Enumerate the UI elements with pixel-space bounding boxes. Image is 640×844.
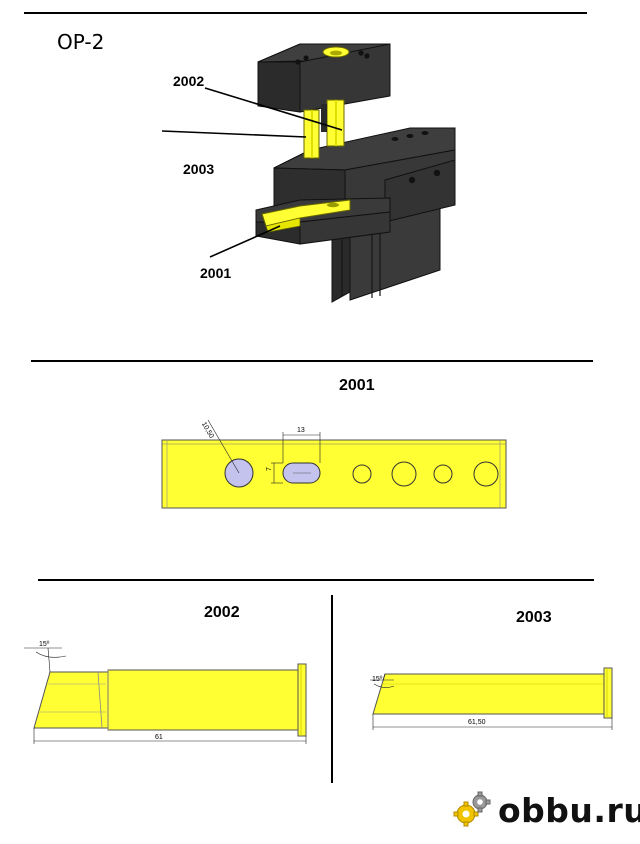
callout-2001: 2001	[200, 265, 232, 281]
dim-2002-angle: 15º	[39, 641, 50, 648]
part-2001-title: 2001	[339, 377, 375, 394]
dim-2003-length: 61,50	[468, 719, 486, 726]
dim-2002-length: 61	[155, 734, 163, 741]
part-2003-title: 2003	[516, 609, 552, 626]
dim-2003-angle: 15º	[372, 676, 383, 683]
page-title: OP-2	[57, 30, 105, 54]
part-2002-title: 2002	[204, 604, 240, 621]
brand-logo: obbu.ru	[452, 788, 640, 832]
gears-icon	[453, 791, 491, 827]
callout-2003: 2003	[183, 161, 215, 177]
callout-2002: 2002	[173, 73, 205, 89]
top-rule	[24, 12, 587, 14]
section-rule-2002-2003	[38, 579, 594, 581]
brand-text: obbu.ru	[498, 790, 640, 830]
section-rule-2001	[31, 360, 593, 362]
vertical-divider	[331, 595, 333, 783]
dim-slot-length: 13	[297, 427, 305, 434]
